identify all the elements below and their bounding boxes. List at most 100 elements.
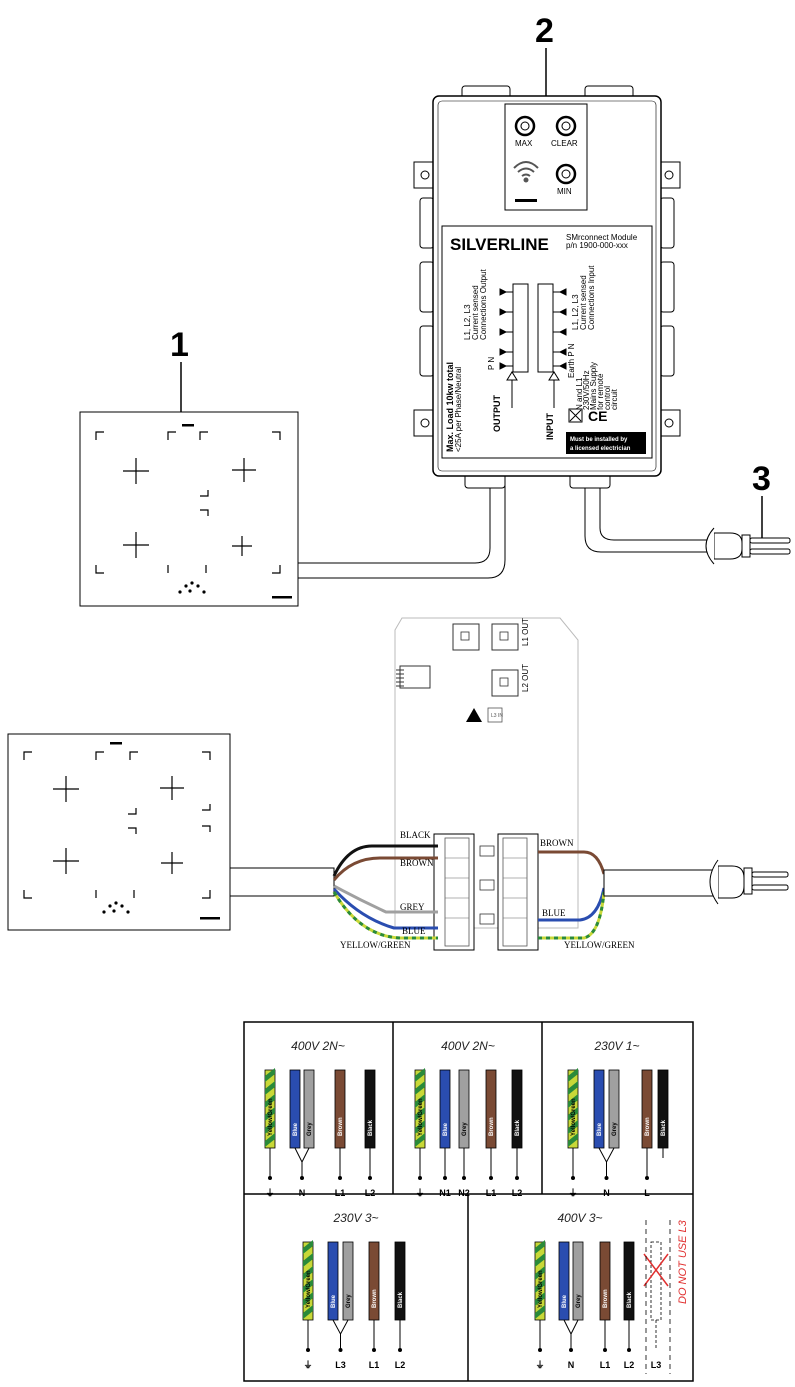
pcb-code-1: L1 OUT [521,618,530,646]
terminal-label: L1 [369,1360,380,1370]
wire-name: Black [661,1119,667,1136]
terminal-label: N1 [439,1188,451,1198]
output-terminal-block: OUTPUT [492,283,529,433]
wire-name: Yellow/Green [571,1098,577,1136]
output-label: OUTPUT [492,395,502,433]
input-terminals-1: L1, L2, L3 [571,294,580,330]
output-terminals-2: Current sensed [471,285,480,340]
plug-top [705,527,791,565]
mains-1: N and L1 [575,377,584,410]
input-terminals-3: Connections Input [587,265,596,330]
terminal-label: N2 [458,1188,470,1198]
wire-name: Grey [307,1122,313,1136]
hob-logo-icon [178,581,206,594]
do-not-use-warning: DO NOT USE L3 [677,1219,689,1304]
input-terminals-2: Current sensed [579,275,588,330]
terminal-label: L3 [335,1360,346,1370]
wire-name: Brown [489,1117,495,1136]
install-warning-2: a licensed electrician [570,446,631,452]
control-box: MAX CLEAR MIN SILVERLINE SMrconnect Modu… [413,85,681,489]
hob-top [79,411,299,607]
weee-ce-marks: CE [568,408,607,424]
wire-label-grey: GREY [400,902,425,912]
panel-title: 230V 3~ [332,1211,378,1225]
min-label: MIN [557,187,572,196]
input-pn: Earth P N [567,343,576,378]
hob-logo-icon [102,901,130,914]
wire-name: Grey [576,1294,582,1308]
plug-middle [709,859,789,905]
wire-name: Brown [603,1289,609,1308]
disabled-wire [650,1241,662,1321]
mains-5: control [603,386,612,410]
wire-name: Yellow/Green [418,1098,424,1136]
install-warning-1: Must be installed by [570,437,628,443]
wire-name: Blue [293,1122,299,1136]
load-info-2: <25A per Phase/Neutral [454,367,463,452]
clear-label: CLEAR [551,139,578,148]
wire-name: Blue [443,1122,449,1136]
wire-name: Grey [612,1122,618,1136]
terminal-label: ⏚ [265,1188,274,1198]
brand-sub: SMrconnect Module [566,233,638,242]
brand-label: SILVERLINE [450,235,549,254]
wifi-icon [513,161,539,183]
brand-sub2: p/n 1900-000-xxx [566,241,628,250]
wire-label-black: BLACK [400,830,431,840]
terminal-label: N [603,1188,610,1198]
terminal-label: ⏚ [535,1360,544,1370]
wire-label-yellow-green: YELLOW/GREEN [340,940,411,950]
wire-name: Grey [346,1294,352,1308]
wire-name: Blue [331,1294,337,1308]
wire-name: Yellow/Green [306,1270,312,1308]
terminal-label: L1 [486,1188,497,1198]
terminal-label: N [299,1188,306,1198]
terminal-label: L2 [624,1360,635,1370]
terminal-label: L [644,1188,650,1198]
wire-name: Black [515,1119,521,1136]
wire-label-brown-in: BROWN [540,838,574,848]
ce-mark-icon: CE [588,408,607,424]
wire-name: Black [398,1291,404,1308]
output-pn: P N [487,357,496,370]
panel-title: 400V 2N~ [441,1039,495,1053]
callout-1: 1 [170,326,189,364]
wire-name: Brown [645,1117,651,1136]
wire-label-blue-in: BLUE [542,908,566,918]
terminal-label: L1 [600,1360,611,1370]
terminal-label: ⏚ [415,1188,424,1198]
mains-2: 230V/50Hz [582,370,591,410]
clear-button[interactable]: CLEAR [551,115,578,148]
terminal-label: L2 [512,1188,523,1198]
max-label: MAX [515,139,533,148]
terminal-label: ⏚ [568,1188,577,1198]
wire-name: Black [368,1119,374,1136]
pcb-board: L1 OUT L2 OUT L3 IN [394,617,579,951]
wire-name: Grey [462,1122,468,1136]
wire-name: Blue [597,1122,603,1136]
wire-label-brown: BROWN [400,858,434,868]
max-button[interactable]: MAX [514,115,536,148]
output-terminals-1: L1, L2, L3 [463,304,472,340]
terminal-label: L1 [335,1188,346,1198]
panel-title: 230V 1~ [593,1039,639,1053]
terminal-label: ⏚ [303,1360,312,1370]
wire-label-blue: BLUE [402,926,426,936]
terminal-label: L3 [651,1360,662,1370]
mains-4: for remote [596,373,605,410]
wire-name: Blue [562,1294,568,1308]
load-info-1: Max. Load 10kw total [445,362,455,452]
mains-3: Mains Supply [589,362,598,410]
panel-title: 400V 2N~ [291,1039,345,1053]
terminal-label: N [568,1360,575,1370]
min-button[interactable]: MIN [555,163,577,196]
wire-name: Yellow/Green [538,1270,544,1308]
callout-2: 2 [535,12,554,50]
